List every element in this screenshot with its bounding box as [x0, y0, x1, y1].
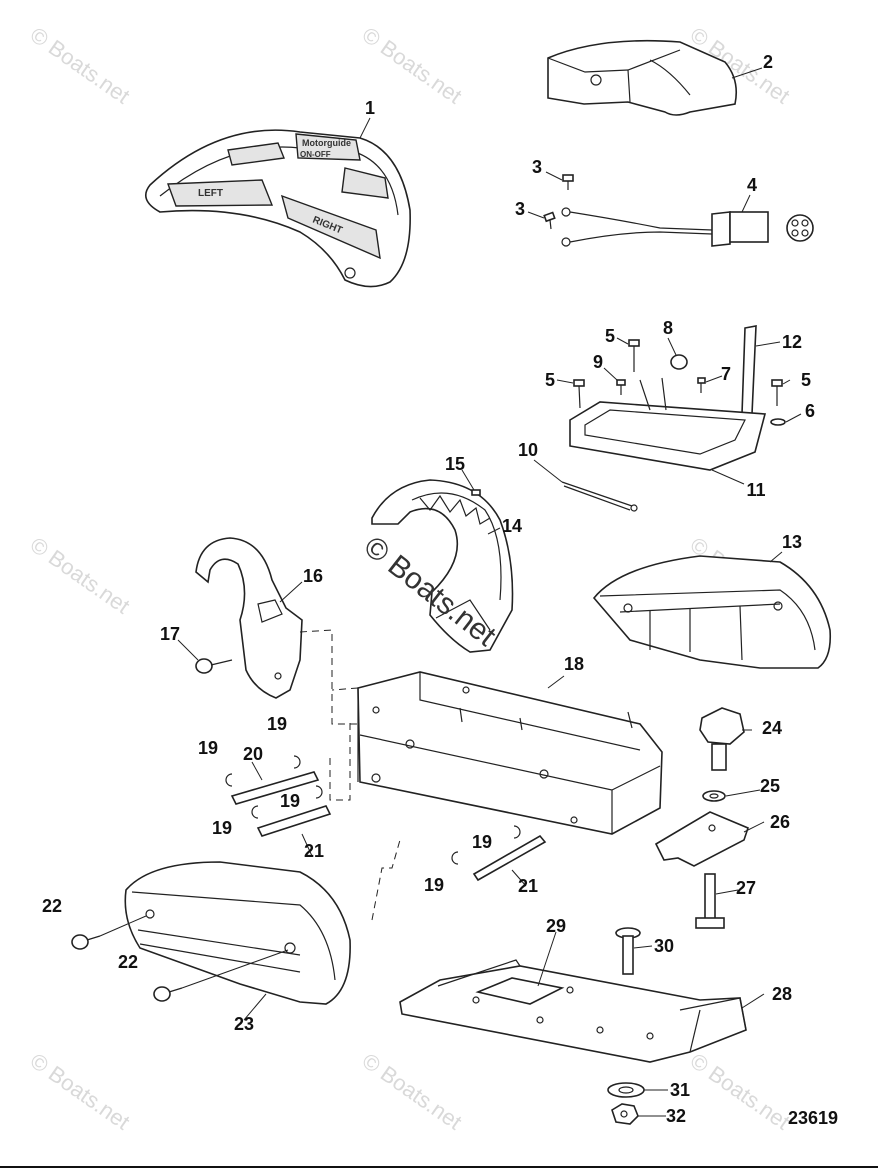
- part-7-screw: [697, 377, 706, 393]
- part-6-washer: [770, 418, 786, 426]
- part-22-screw: [71, 934, 101, 950]
- part-12-antenna: [741, 325, 757, 415]
- part-10-tie-strap: [561, 481, 638, 512]
- callout-19: 19: [197, 738, 219, 758]
- part-3-screw: [562, 174, 574, 190]
- callout-31: 31: [669, 1080, 691, 1100]
- callout-28: 28: [771, 984, 793, 1004]
- part-19-e-clip: [315, 785, 323, 799]
- callout-19: 19: [211, 818, 233, 838]
- keypad-onoff-text: ON-OFF: [300, 150, 331, 159]
- part-5-screw: [573, 379, 585, 409]
- callout-12: 12: [781, 332, 803, 352]
- callout-30: 30: [653, 936, 675, 956]
- callout-32: 32: [665, 1106, 687, 1126]
- callout-2: 2: [762, 52, 774, 72]
- part-24-knob: [699, 707, 745, 771]
- callout-15: 15: [444, 454, 466, 474]
- part-26-clamp: [654, 811, 749, 867]
- keypad-left-text: LEFT: [198, 188, 223, 199]
- part-19-e-clip: [251, 805, 259, 819]
- callout-18: 18: [563, 654, 585, 674]
- callout-21: 21: [517, 876, 539, 896]
- part-11-housing: [569, 377, 767, 471]
- part-16-bracket: [195, 537, 303, 699]
- callout-10: 10: [517, 440, 539, 460]
- callout-21: 21: [303, 841, 325, 861]
- callout-26: 26: [769, 812, 791, 832]
- part-21-pin: [256, 805, 332, 837]
- part-17-screw: [195, 658, 233, 674]
- part-19-e-clip: [451, 851, 459, 865]
- part-21-pin: [472, 834, 547, 882]
- part-30-bolt: [615, 927, 641, 975]
- part-19-e-clip: [225, 773, 233, 787]
- part-20-pin: [230, 771, 320, 805]
- callout-19: 19: [266, 714, 288, 734]
- callout-5: 5: [544, 370, 556, 390]
- callout-29: 29: [545, 916, 567, 936]
- callout-13: 13: [781, 532, 803, 552]
- callout-5: 5: [800, 370, 812, 390]
- part-15-screw: [471, 489, 481, 496]
- part-5-screw: [771, 379, 783, 406]
- part-23-side-cover: [124, 861, 351, 1005]
- part-1-keypad: Motorguide ON-OFF LEFT RIGHT: [144, 129, 411, 288]
- callout-23: 23: [233, 1014, 255, 1034]
- part-5-screw: [628, 339, 640, 372]
- part-18-mount-bracket: [357, 671, 663, 835]
- callout-24: 24: [761, 718, 783, 738]
- callout-22: 22: [41, 896, 63, 916]
- reference-number: 23619: [787, 1108, 838, 1128]
- part-29-label: [475, 977, 565, 1005]
- callout-5: 5: [604, 326, 616, 346]
- part-22-screw: [153, 986, 183, 1002]
- callout-3: 3: [514, 199, 526, 219]
- callout-19: 19: [471, 832, 493, 852]
- part-32-nut: [611, 1103, 639, 1125]
- callout-22: 22: [117, 952, 139, 972]
- callout-7: 7: [720, 364, 732, 384]
- callout-20: 20: [242, 744, 264, 764]
- callout-9: 9: [592, 352, 604, 372]
- callout-6: 6: [804, 401, 816, 421]
- part-31-washer: [607, 1082, 645, 1098]
- callout-19: 19: [423, 875, 445, 895]
- callout-19: 19: [279, 791, 301, 811]
- part-14-bracket: [371, 479, 514, 653]
- callout-8: 8: [662, 318, 674, 338]
- part-13-side-cover: [592, 555, 832, 669]
- part-3-screw: [543, 211, 556, 230]
- bottom-border: [0, 1166, 878, 1168]
- part-28-base-plate: [399, 959, 747, 1063]
- callout-11: 11: [746, 480, 766, 500]
- callout-16: 16: [302, 566, 324, 586]
- part-19-e-clip: [513, 825, 521, 839]
- part-4-harness: [561, 207, 814, 247]
- keypad-brand-text: Motorguide: [302, 138, 351, 148]
- part-27-t-bolt: [695, 873, 725, 929]
- part-9-screw: [616, 379, 626, 395]
- part-25-washer: [702, 790, 726, 802]
- callout-17: 17: [159, 624, 181, 644]
- callout-14: 14: [501, 516, 523, 536]
- part-2-cover: [547, 39, 738, 116]
- part-8-grommet: [670, 354, 688, 370]
- callout-3: 3: [531, 157, 543, 177]
- callout-27: 27: [735, 878, 757, 898]
- callout-25: 25: [759, 776, 781, 796]
- callout-4: 4: [746, 175, 758, 195]
- part-19-e-clip: [293, 755, 301, 769]
- callout-1: 1: [364, 98, 376, 118]
